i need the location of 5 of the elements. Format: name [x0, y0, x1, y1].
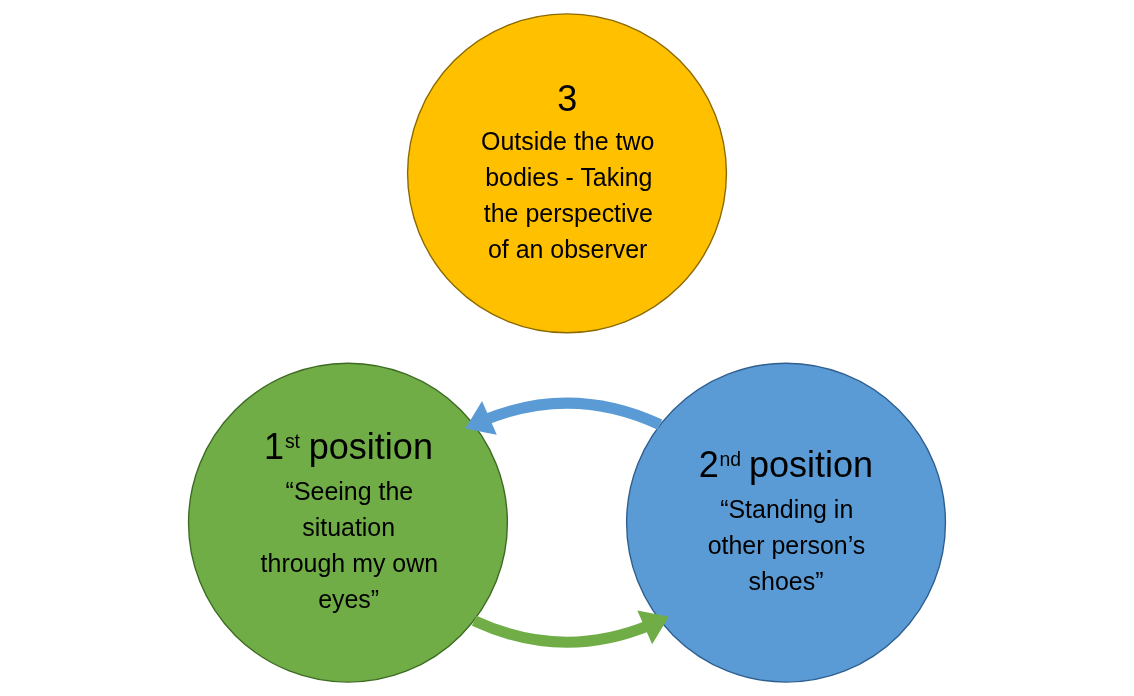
node-circle: 2$^{nd}$ position “Standing in other person’s shoes” [625, 362, 947, 683]
node-circle: 1$^{st}$ position “Seeing the situation through my own eyes” [187, 362, 509, 683]
node-circle: 3 Outside the two bodies - Taking the perspective of an observer [406, 13, 728, 334]
arrow [465, 397, 663, 435]
arrow [472, 610, 669, 648]
